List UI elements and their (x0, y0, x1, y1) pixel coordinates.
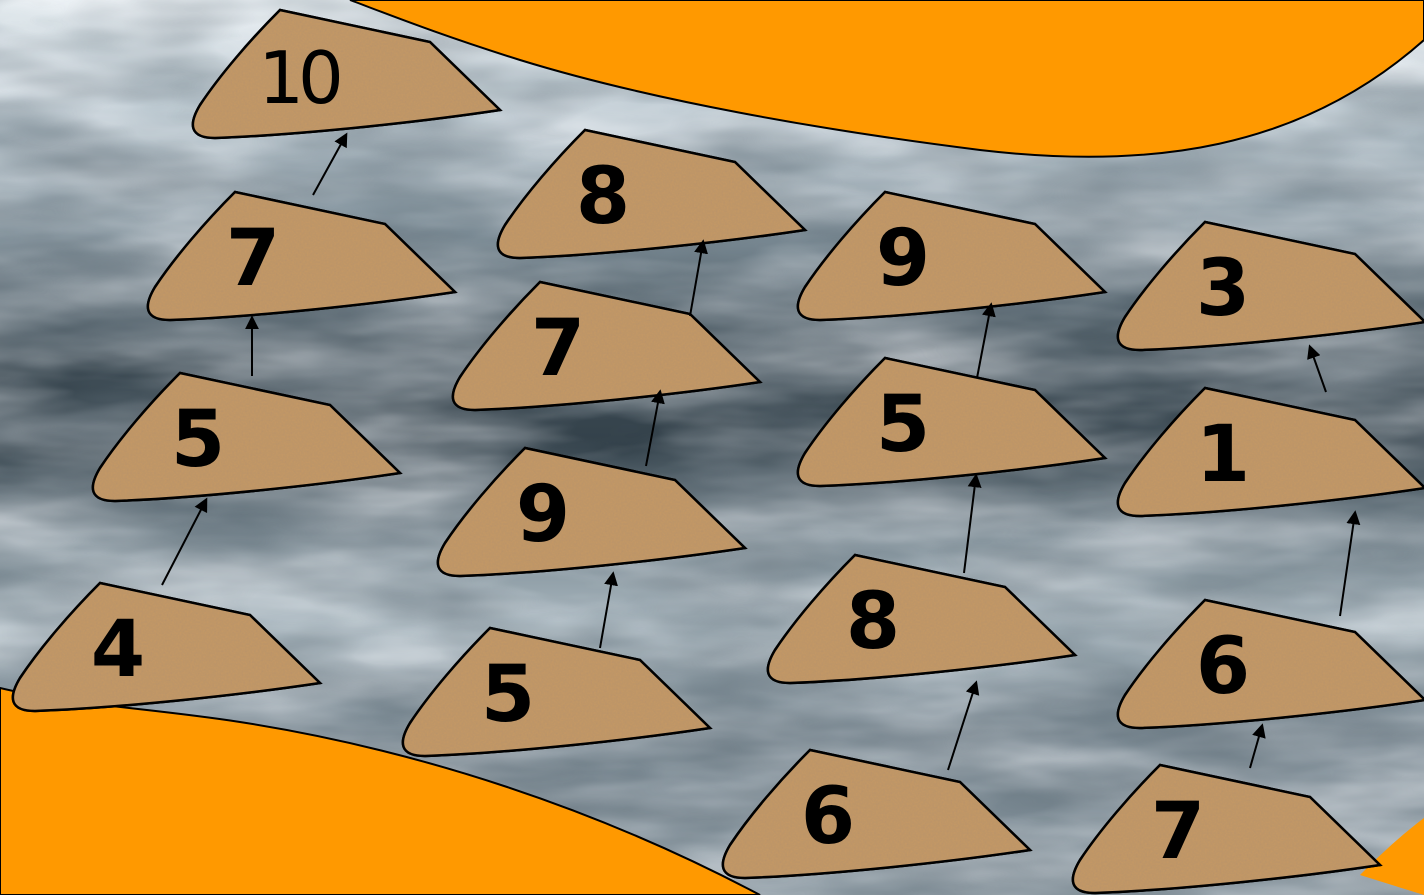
stone-number: 6 (1196, 622, 1250, 712)
stone-number: 10 (258, 36, 340, 120)
stone-number: 1 (1196, 410, 1250, 500)
stone-number: 5 (481, 650, 535, 740)
stone-number: 3 (1196, 244, 1250, 334)
stone-number: 5 (876, 380, 930, 470)
stone-number: 5 (171, 395, 225, 485)
stone-number: 9 (876, 214, 930, 304)
stone-number: 7 (226, 214, 280, 304)
stone-number: 6 (801, 772, 855, 862)
stone-number: 8 (576, 152, 630, 242)
stone-number: 7 (531, 304, 585, 394)
stone-number: 4 (91, 605, 145, 695)
stone-number: 7 (1151, 787, 1205, 877)
stone-number: 9 (516, 470, 570, 560)
stone-number: 8 (846, 577, 900, 667)
